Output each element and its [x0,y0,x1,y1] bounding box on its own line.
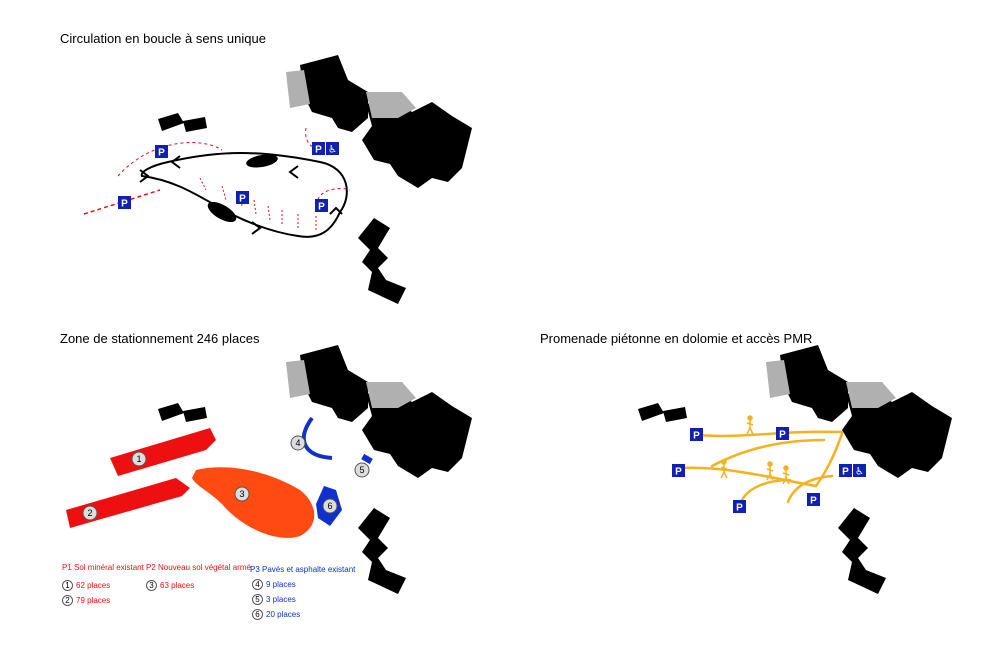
parking-sign [326,142,339,155]
parking-slot-ticks [199,177,317,232]
pedestrian-paths [680,430,844,504]
building [766,345,952,478]
parking-sign-letter: P [315,145,322,156]
legend-item-number: 3 [146,580,157,591]
panel-parking: 1 2 3 4 5 6 [66,345,472,594]
car-bottom [207,201,237,223]
legend-item-label: 20 places [266,610,301,619]
legend-heading-p3: P3 Pavés et asphalte existant [250,565,356,574]
legend-item: 6 20 places [252,609,300,620]
legend-item: 4 9 places [252,579,296,590]
building-main [286,55,472,188]
spur-west-lower [83,189,161,215]
parking-sign-letter: P [158,148,165,159]
building [286,345,472,478]
legend-heading-p2: P2 Nouveau sol végétal armé [146,563,251,572]
legend-item: 2 79 places [62,595,110,606]
legend-item-number: 6 [252,609,263,620]
spur-west-upper [117,142,223,177]
legend-item-label: 63 places [160,581,195,590]
legend-item: 5 3 places [252,594,296,605]
parking-sign [807,493,820,506]
zone-number-badge: 6 [327,501,332,511]
legend-item-number: 5 [252,594,263,605]
zone-2 [66,478,190,528]
zone-number-badge: 3 [239,489,244,499]
parking-signs-panel1: P P P P P ♿ [118,142,339,213]
building [358,508,406,594]
parking-sign [315,199,328,212]
parking-sign-letter: P [318,202,325,213]
parking-signs-panel3: P P P P P P ♿ [672,427,866,514]
parking-sign-letter: P [121,199,128,210]
legend-item-label: 9 places [266,580,296,589]
parking-sign [312,142,325,155]
parking-sign [155,145,168,158]
parking-sign-letter: P [736,503,743,514]
legend-item-number: 1 [62,580,73,591]
parking-sign [672,464,685,477]
legend-heading-p1: P1 Sol minéral existant [62,563,144,572]
panel-title-parking: Zone de stationnement 246 places [60,331,260,346]
building [158,403,207,422]
walker-icons [720,415,790,485]
panel-title-circulation: Circulation en boucle à sens unique [60,31,266,46]
building-south [358,218,406,304]
legend-item: 1 62 places [62,580,110,591]
panel-title-promenade: Promenade piétonne en dolomie et accès P… [540,331,813,346]
parking-sign [853,464,866,477]
pmr-icon: ♿ [855,467,864,478]
parking-sign-letter: P [675,467,682,478]
zone-1 [110,428,216,476]
zone-badges: 1 2 3 4 5 6 [82,435,370,521]
building [838,508,886,594]
building-small [158,113,207,132]
zone-number-badge: 2 [87,508,92,518]
direction-chevrons [139,155,343,235]
spur-east-lower [317,187,351,201]
zone-4 [301,416,333,460]
zone-3 [192,467,315,538]
parking-sign [776,427,789,440]
car-top [246,154,278,168]
panel-circulation: P P P P P ♿ [83,55,472,304]
legend-item-number: 2 [62,595,73,606]
zone-number-badge: 5 [359,465,364,475]
parking-sign [839,464,852,477]
parking-sign [118,196,131,209]
parking-sign-letter: P [842,467,849,478]
panel-promenade: P P P P P P ♿ [638,345,952,594]
legend-item-label: 3 places [266,595,296,604]
parking-sign [690,428,703,441]
legend-item-label: 62 places [76,581,111,590]
zone-5 [361,453,373,465]
legend-item-label: 79 places [76,596,111,605]
legend-item: 3 63 places [146,580,194,591]
building [638,403,687,422]
parking-sign-letter: P [810,496,817,507]
zone-number-badge: 4 [295,438,300,448]
parking-sign-letter: P [239,194,246,205]
pmr-icon: ♿ [328,145,337,156]
legend-item-number: 4 [252,579,263,590]
parking-sign [733,500,746,513]
zone-number-badge: 1 [136,454,141,464]
parking-sign [236,191,249,204]
parking-sign-letter: P [779,430,786,441]
parking-sign-letter: P [693,431,700,442]
